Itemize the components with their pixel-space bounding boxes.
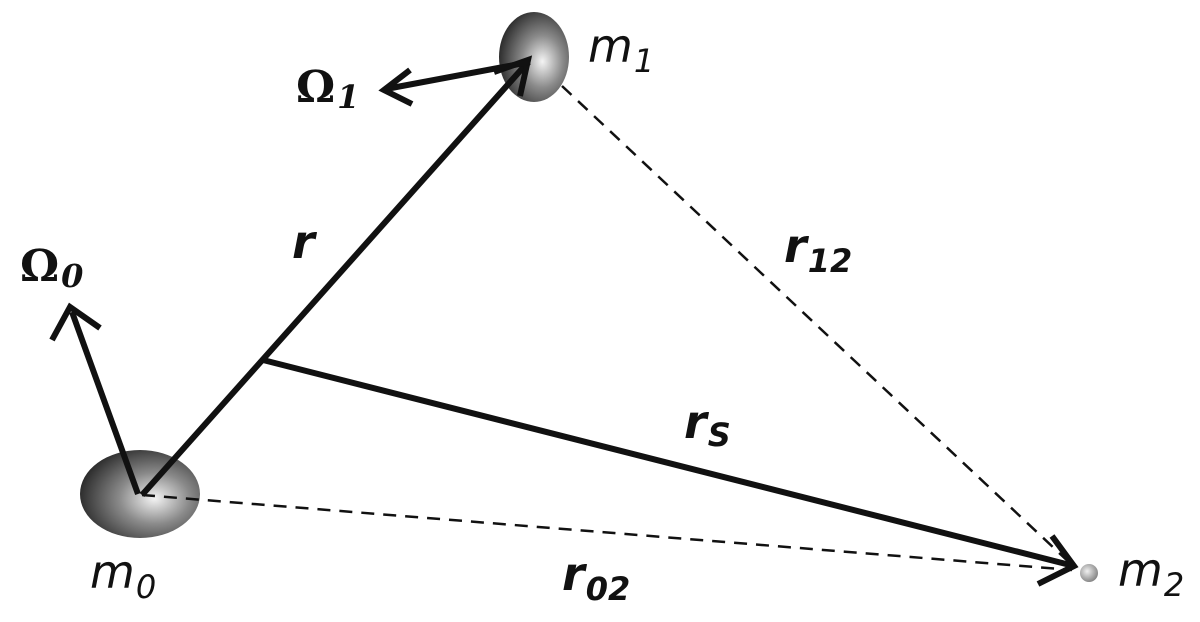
label-m1: m1 — [588, 19, 654, 80]
label-omega0: Ω0 — [20, 241, 83, 295]
body-m0 — [80, 450, 200, 538]
label-r12: r12 — [784, 219, 852, 280]
label-r02: r02 — [562, 547, 630, 608]
label-m0: m0 — [90, 545, 156, 606]
vector-omega1-arrowhead — [378, 67, 414, 107]
line-r12 — [561, 85, 1073, 566]
vector-omega0 — [69, 310, 141, 496]
vector-rs — [262, 357, 1071, 568]
body-m1 — [499, 12, 569, 102]
vector-rs-arrowhead — [1036, 534, 1079, 587]
label-rs: rS — [684, 395, 731, 454]
vector-r — [139, 60, 531, 497]
label-omega1: Ω1 — [296, 62, 359, 116]
label-m2: m2 — [1118, 543, 1184, 604]
line-r02 — [141, 493, 1073, 572]
vector-omega1 — [385, 59, 531, 92]
label-r: r — [292, 215, 318, 269]
vector-omega0-arrowhead — [49, 302, 102, 342]
body-m2 — [1080, 564, 1098, 582]
